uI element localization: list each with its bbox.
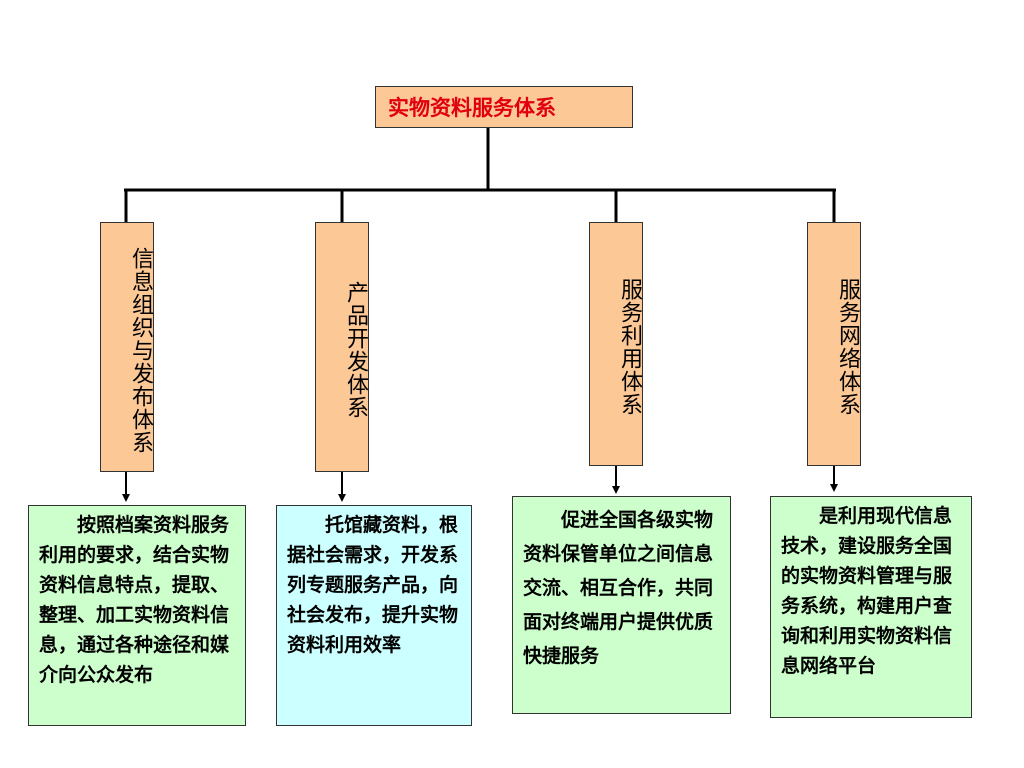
desc-box-info-publish: 按照档案资料服务利用的要求，结合实物资料信息特点，提取、整理、加工实物资料信息，… (28, 505, 246, 726)
system-box-info-publish: 信息组织与发布体系 (100, 222, 154, 472)
system-label-service-use: 服务利用体系 (617, 278, 642, 416)
system-label-service-network: 服务网络体系 (835, 278, 860, 416)
desc-box-service-use: 促进全国各级实物资料保管单位之间信息交流、相互合作，共同面对终端用户提供优质快捷… (512, 496, 731, 714)
desc-text-product-dev: 托馆藏资料，根据社会需求，开发系列专题服务产品，向社会发布，提升实物资料利用效率 (287, 514, 459, 656)
desc-text-service-network: 是利用现代信息技术，建设服务全国的实物资料管理与服务系统，构建用户查询和利用实物… (781, 505, 953, 677)
desc-text-info-publish: 按照档案资料服务利用的要求，结合实物资料信息特点，提取、整理、加工实物资料信息，… (39, 514, 230, 686)
desc-box-service-network: 是利用现代信息技术，建设服务全国的实物资料管理与服务系统，构建用户查询和利用实物… (770, 496, 972, 718)
system-label-product-dev: 产品开发体系 (343, 281, 368, 419)
root-title-box: 实物资料服务体系 (375, 86, 633, 128)
desc-box-product-dev: 托馆藏资料，根据社会需求，开发系列专题服务产品，向社会发布，提升实物资料利用效率 (276, 505, 472, 726)
system-box-product-dev: 产品开发体系 (315, 222, 369, 472)
system-box-service-use: 服务利用体系 (589, 222, 643, 466)
system-label-info-publish: 信息组织与发布体系 (128, 246, 153, 454)
root-title-text: 实物资料服务体系 (388, 96, 556, 120)
system-box-service-network: 服务网络体系 (807, 222, 861, 466)
desc-text-service-use: 促进全国各级实物资料保管单位之间信息交流、相互合作，共同面对终端用户提供优质快捷… (523, 509, 714, 667)
